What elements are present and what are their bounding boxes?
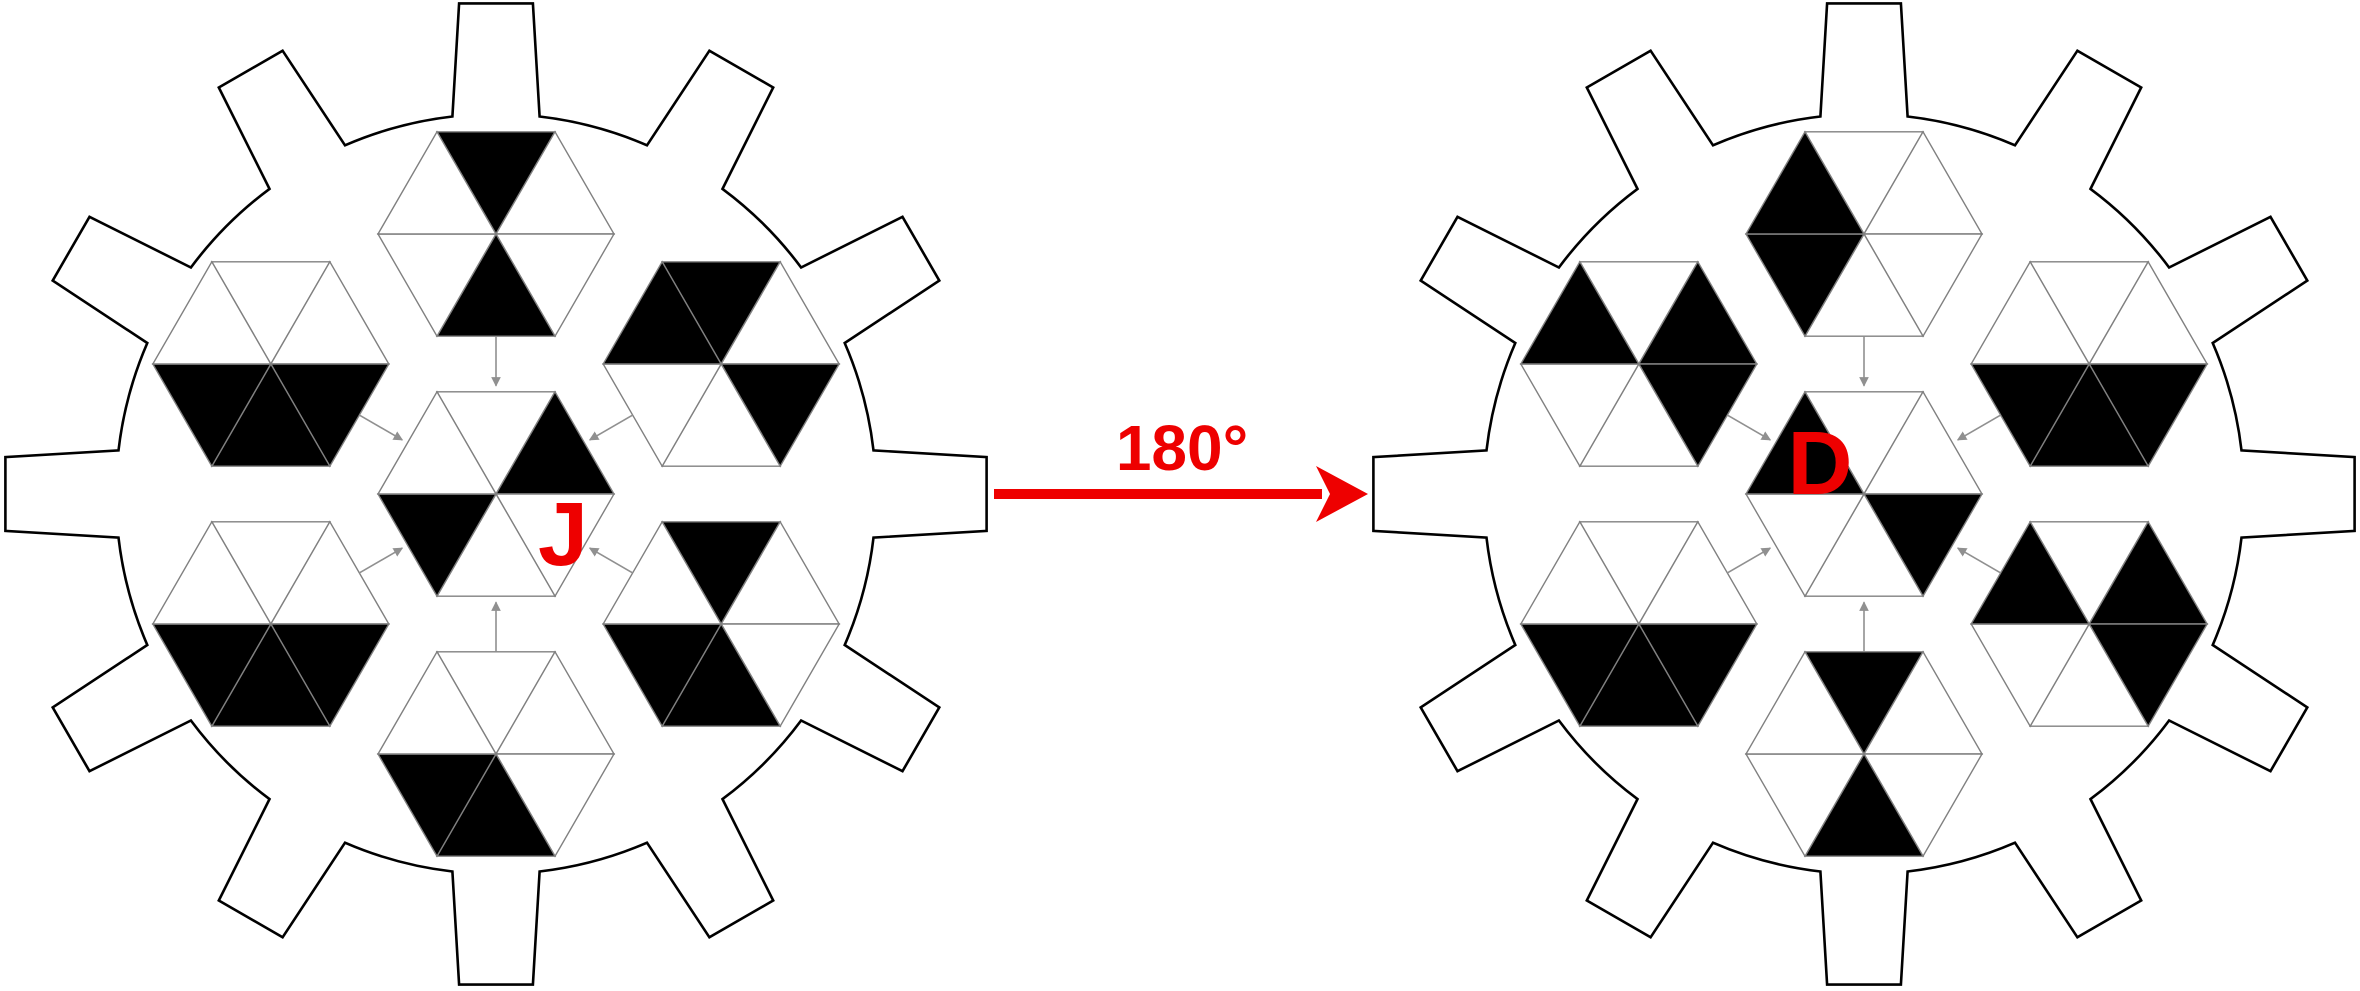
hex-triangle bbox=[151, 260, 273, 365]
connector-arrow bbox=[1956, 547, 2002, 574]
hex-triangle bbox=[376, 390, 498, 495]
connector-arrow bbox=[358, 414, 404, 441]
right-gear-center-hex bbox=[1744, 390, 1984, 598]
right-gear-outer-hexes bbox=[1519, 130, 2209, 858]
hex-triangle bbox=[1744, 650, 1866, 755]
outer-hex-top bbox=[1744, 130, 1984, 338]
center-hex bbox=[1744, 390, 1984, 598]
hex-triangle bbox=[1519, 520, 1641, 625]
rotation-label: 180° bbox=[1116, 412, 1248, 484]
left-gear-center-hex bbox=[376, 390, 616, 598]
right-gear-outline bbox=[1372, 2, 2356, 986]
left-gear-connectors bbox=[358, 336, 634, 652]
outer-hex-bottom-left bbox=[1519, 520, 1759, 728]
connector-arrow bbox=[588, 414, 634, 441]
hex-triangle bbox=[1969, 520, 2091, 625]
outer-hex-bottom-right bbox=[1969, 520, 2209, 728]
rotation-arrow: 180° bbox=[994, 412, 1368, 522]
outer-hex-bottom bbox=[1744, 650, 1984, 858]
outer-hex-top bbox=[376, 130, 616, 338]
hex-triangle bbox=[1744, 130, 1866, 235]
outer-hex-bottom-right bbox=[601, 520, 841, 728]
hex-triangle bbox=[1969, 260, 2091, 365]
hex-triangle bbox=[376, 650, 498, 755]
center-hex bbox=[376, 390, 616, 598]
connector-arrow bbox=[588, 547, 634, 574]
center-letter: D bbox=[1788, 414, 1853, 514]
outer-hex-top-left bbox=[151, 260, 391, 468]
outer-hex-bottom bbox=[376, 650, 616, 858]
hex-triangle bbox=[376, 130, 498, 235]
outer-hex-top-right bbox=[1969, 260, 2209, 468]
connector-arrow bbox=[1726, 547, 1772, 574]
right-gear-connectors bbox=[1726, 336, 2002, 652]
outer-hex-top-left bbox=[1519, 260, 1759, 468]
arrow-head-icon bbox=[1316, 466, 1368, 522]
hex-triangle bbox=[1744, 390, 1866, 495]
left-gear: J bbox=[4, 2, 988, 986]
hex-triangle bbox=[151, 520, 273, 625]
hex-triangle bbox=[1519, 260, 1641, 365]
connector-arrow bbox=[358, 547, 404, 574]
hex-triangle bbox=[601, 520, 723, 625]
left-gear-outline bbox=[4, 2, 988, 986]
connector-arrow bbox=[1726, 414, 1772, 441]
right-gear: D bbox=[1372, 2, 2356, 986]
connector-arrow bbox=[1956, 414, 2002, 441]
center-letter: J bbox=[538, 485, 588, 585]
outer-hex-top-right bbox=[601, 260, 841, 468]
outer-hex-bottom-left bbox=[151, 520, 391, 728]
hex-triangle bbox=[601, 260, 723, 365]
